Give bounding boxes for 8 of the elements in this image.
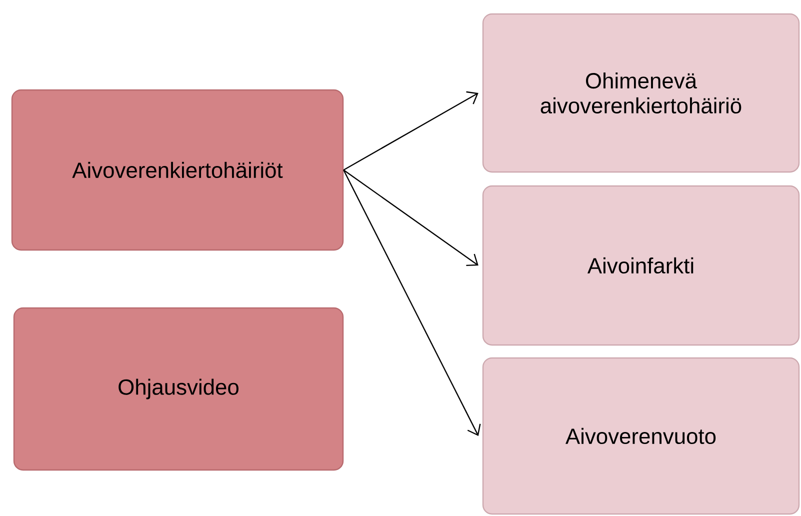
process-box: Aivoverenkiertohäiriöt: [11, 89, 344, 251]
arrow: [343, 170, 481, 436]
arrow: [343, 91, 478, 170]
process-box: Aivoinfarkti: [482, 185, 800, 346]
arrow: [343, 170, 478, 266]
process-box: Ohimenevä aivoverenkiertohäiriö: [482, 13, 800, 173]
process-box: Ohjausvideo: [13, 307, 344, 471]
process-box: Aivoverenvuoto: [482, 357, 800, 515]
